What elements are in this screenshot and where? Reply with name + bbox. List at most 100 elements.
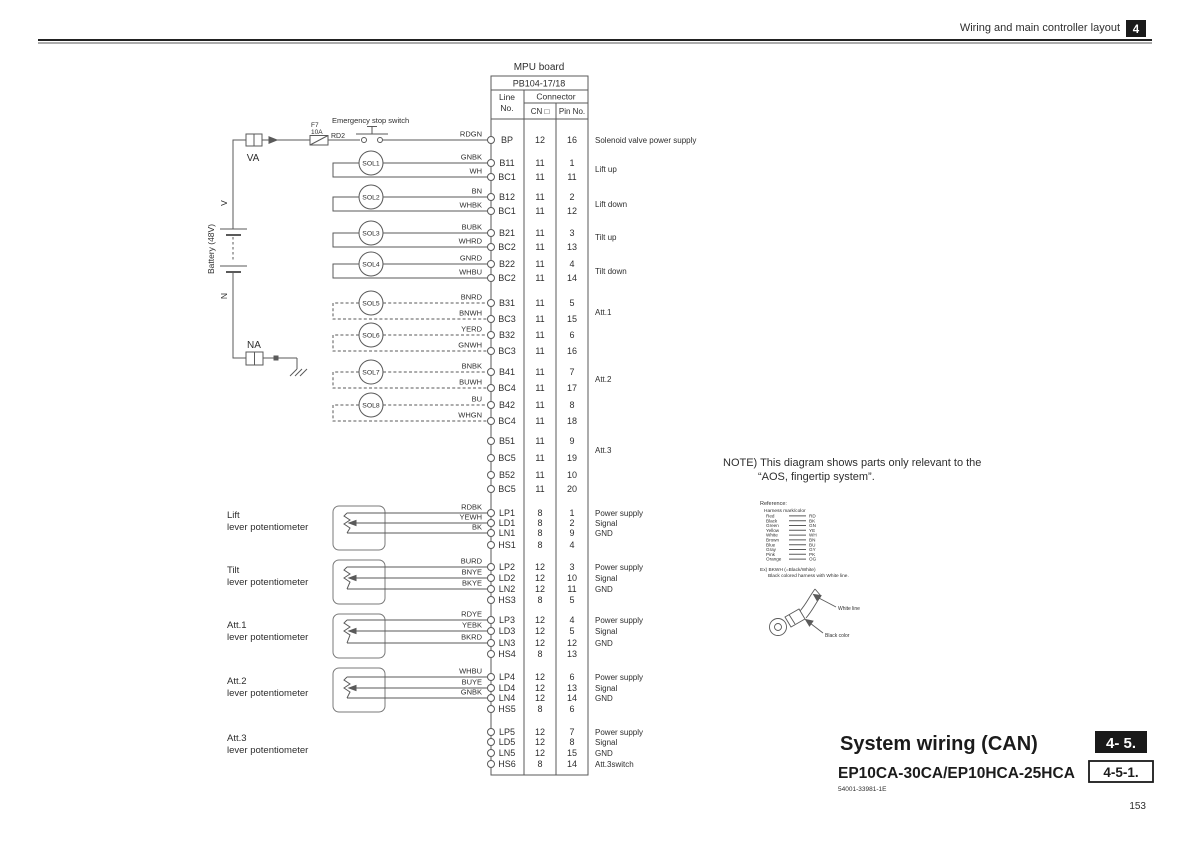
cn-no: 11 [535, 314, 544, 324]
terminal-circle [487, 650, 495, 658]
col-header-line: Line [499, 92, 515, 102]
black-color-arrow [804, 618, 814, 627]
signal-description: Att.3switch [595, 760, 634, 769]
wire-color-label: RDGN [460, 130, 482, 139]
pin-no: 11 [567, 584, 576, 594]
note-line1: NOTE) This diagram shows parts only rele… [723, 457, 981, 469]
signal-description: Att.1 [595, 308, 612, 317]
signal-description: Signal [595, 738, 617, 747]
line-no: LP2 [499, 562, 515, 572]
pot-wiper-arrow [347, 519, 357, 527]
ref-color-code: WH [809, 533, 817, 538]
solenoid-circle [358, 322, 384, 348]
pin-no: 14 [567, 759, 577, 769]
wire-color-label: BNWH [459, 309, 482, 318]
pot-resistor-zigzag [343, 676, 351, 699]
pin-no: 19 [567, 453, 577, 463]
pot-wiper-arrow [347, 574, 357, 582]
solenoid-circle [358, 150, 384, 176]
solenoid-circle [358, 392, 384, 418]
battery-label: Battery (48V) [206, 224, 216, 274]
signal-description: Tilt down [595, 267, 627, 276]
wire-color-label: WHRD [459, 237, 483, 246]
line-no: B42 [499, 400, 515, 410]
terminal-circle [487, 384, 495, 392]
solenoid-label: SOL7 [362, 370, 380, 377]
terminal-circle [487, 485, 495, 493]
terminal-circle [487, 471, 495, 479]
pin-no: 4 [569, 259, 574, 269]
line-no: HS3 [498, 595, 516, 605]
pot-label-sub: lever potentiometer [227, 745, 308, 756]
section-badge-number: 4- 5. [1106, 735, 1136, 752]
wire-color-label: WH [470, 167, 483, 176]
pin-no: 4 [569, 540, 574, 550]
line-no: LP5 [499, 727, 515, 737]
signal-description: GND [595, 585, 613, 594]
cn-no: 11 [535, 228, 544, 238]
pin-no: 3 [569, 228, 574, 238]
pin-no: 9 [569, 528, 574, 538]
wire-color-label: GNBK [461, 688, 482, 697]
line-no: B32 [499, 330, 515, 340]
line-no: HS1 [498, 540, 516, 550]
ref-color-code: BN [809, 538, 815, 543]
line-no: LP4 [499, 672, 515, 682]
terminal-circle [487, 260, 495, 268]
line-no: LN1 [499, 528, 516, 538]
v-wire-label: V [219, 200, 229, 206]
line-no: LD2 [499, 573, 516, 583]
wire-color-label: BUYE [462, 678, 482, 687]
ref-color-code: GY [809, 547, 816, 552]
line-no: LD1 [499, 518, 516, 528]
cn-no: 11 [535, 436, 544, 446]
terminal-circle [487, 193, 495, 201]
n-wire-label: N [219, 293, 229, 299]
header-rule [38, 39, 1152, 44]
signal-description: Power supply [595, 728, 643, 737]
pin-no: 6 [569, 330, 574, 340]
ref-color-code: YE [809, 528, 815, 533]
pin-no: 5 [569, 595, 574, 605]
cn-no: 12 [535, 615, 545, 625]
emergency-stop-switch-symbol [356, 126, 388, 143]
fuse-wire-label: RD2 [331, 133, 345, 140]
terminal-circle [487, 274, 495, 282]
cn-no: 8 [537, 595, 542, 605]
wire [332, 302, 488, 320]
cn-no: 11 [535, 172, 544, 182]
cn-no: 11 [535, 484, 544, 494]
pin-no: 1 [569, 158, 574, 168]
line-no: HS6 [498, 759, 516, 769]
signal-description: GND [595, 529, 613, 538]
cn-no: 11 [535, 158, 544, 168]
signal-description: GND [595, 639, 613, 648]
pot-label-name: Lift [227, 510, 240, 521]
cn-no: 8 [537, 649, 542, 659]
wire-color-label: BURD [461, 557, 483, 566]
pot-label-name: Att.2 [227, 676, 247, 687]
ref-color-code: PK [809, 552, 816, 557]
ref-color-name: Green [766, 523, 779, 528]
ring-terminal-illustration [769, 588, 837, 636]
pin-no: 14 [567, 693, 577, 703]
wire-color-label: BNBK [462, 362, 482, 371]
cn-no: 8 [537, 704, 542, 714]
terminal-circle [487, 315, 495, 323]
reference-example: Ex) BKWH (=Black/White) [760, 567, 816, 573]
cn-no: 12 [535, 672, 545, 682]
cn-no: 11 [535, 367, 544, 377]
terminal-circle [487, 585, 495, 593]
wire-color-label: WHGN [458, 411, 482, 420]
line-no: B12 [499, 192, 515, 202]
terminal-circle [487, 368, 495, 376]
wire [332, 232, 488, 248]
note-line2: “AOS, fingertip system”. [758, 471, 875, 483]
signal-description: GND [595, 694, 613, 703]
cn-no: 12 [535, 737, 545, 747]
wire-color-label: RDYE [461, 610, 482, 619]
wire-color-label: YERD [461, 325, 482, 334]
cn-no: 11 [535, 273, 544, 283]
terminal-circle [487, 749, 495, 757]
